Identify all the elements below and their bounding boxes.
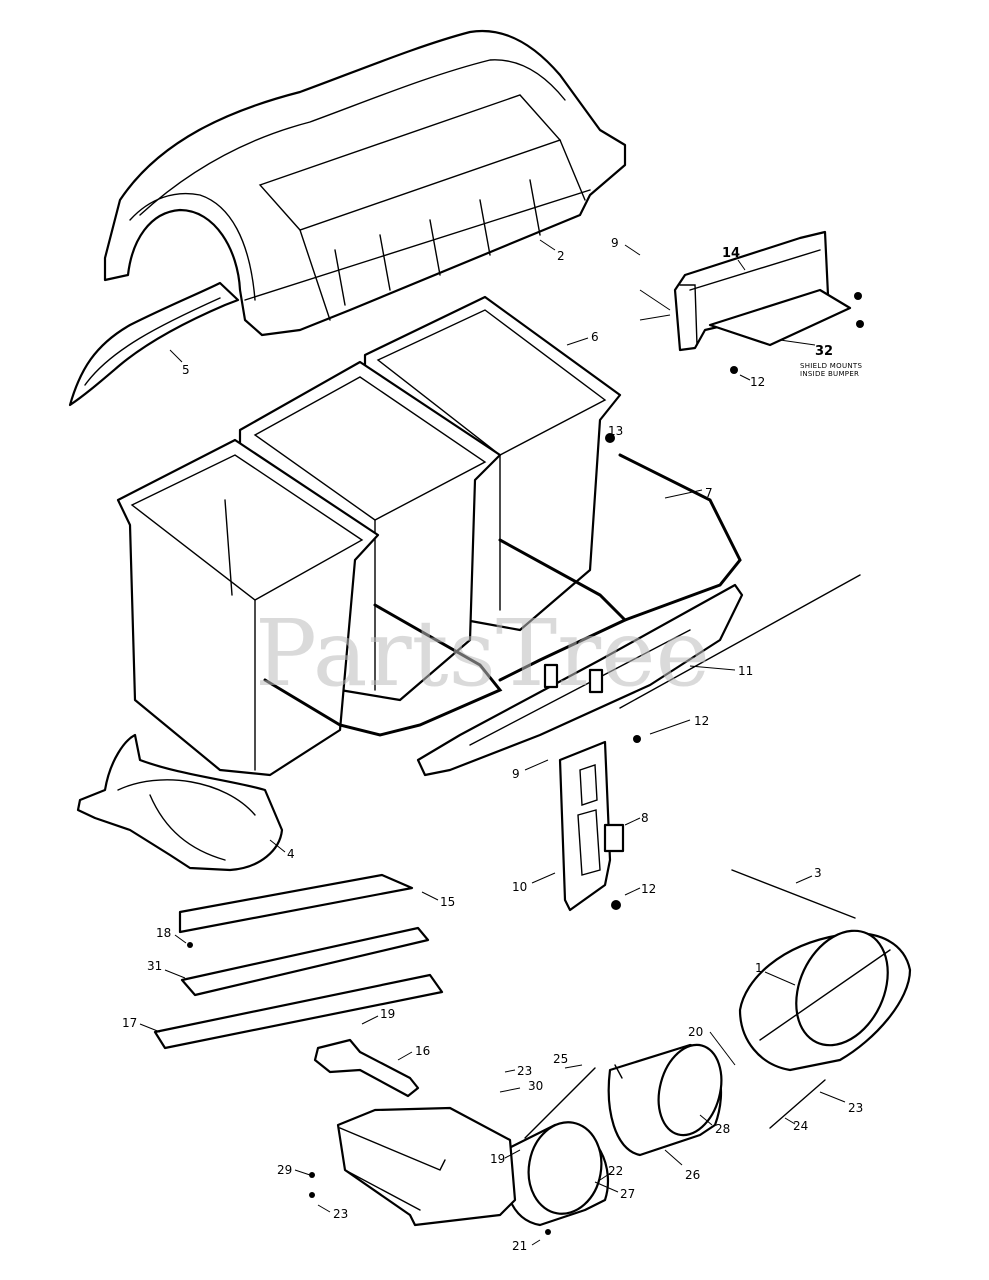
part-8-hitch-bracket[interactable]: [558, 740, 625, 912]
callout-12b: 12: [694, 714, 709, 728]
callout-15: 15: [440, 895, 455, 909]
shield-note: SHIELD MOUNTS INSIDE BUMPER: [800, 362, 862, 378]
callout-32: 32: [815, 344, 833, 359]
part-32-shield[interactable]: [708, 288, 852, 347]
callout-10: 10: [512, 880, 527, 894]
callout-20: 20: [688, 1025, 703, 1039]
part-7-frame[interactable]: [263, 453, 744, 777]
callout-12c: 12: [641, 882, 656, 896]
part-17-plate[interactable]: [153, 973, 444, 1050]
callout-1: 1: [755, 961, 763, 975]
part-31-plate[interactable]: [180, 926, 430, 997]
shield-note-line-2: INSIDE BUMPER: [800, 370, 859, 378]
callout-11: 11: [738, 664, 753, 678]
part-3-rod[interactable]: [731, 869, 856, 919]
callout-25: 25: [553, 1052, 568, 1066]
shield-note-line-1: SHIELD MOUNTS: [800, 362, 862, 370]
callout-16: 16: [415, 1044, 430, 1058]
callout-7: 7: [705, 486, 713, 500]
part-5-deflector[interactable]: [68, 281, 240, 407]
part-27-tube[interactable]: [502, 1116, 609, 1227]
callout-14: 14: [722, 246, 740, 261]
part-16-bracket[interactable]: [313, 1038, 420, 1098]
part-6-bags[interactable]: [116, 295, 622, 777]
callout-23a: 23: [517, 1064, 532, 1078]
callout-27: 27: [620, 1187, 635, 1201]
callout-17: 17: [122, 1016, 137, 1030]
callouts: 1 2 3 4 5 6 7 8 9 9 10 11 12 12 12 13 14…: [122, 236, 863, 1253]
callout-9a: 9: [611, 236, 619, 250]
callout-26: 26: [685, 1168, 700, 1182]
callout-23c: 23: [333, 1207, 348, 1221]
callout-19a: 19: [380, 1007, 395, 1021]
part-11-rod[interactable]: [619, 574, 861, 709]
callout-13: 13: [608, 424, 623, 438]
callout-19b: 19: [490, 1152, 505, 1166]
callout-2: 2: [557, 249, 565, 263]
part-28-tube[interactable]: [607, 1038, 731, 1157]
callout-5: 5: [182, 363, 190, 377]
part-2-cover[interactable]: [103, 29, 627, 337]
callout-23b: 23: [848, 1101, 863, 1115]
callout-4: 4: [287, 847, 295, 861]
callout-9b: 9: [512, 767, 520, 781]
callout-21: 21: [512, 1239, 527, 1253]
pins: [524, 1064, 826, 1139]
part-4-chute-adapter[interactable]: [76, 733, 284, 872]
callout-12a: 12: [750, 375, 765, 389]
chute-body[interactable]: [336, 1106, 517, 1227]
callout-24: 24: [793, 1119, 808, 1133]
callout-31: 31: [147, 959, 162, 973]
callout-6: 6: [591, 330, 599, 344]
callout-8: 8: [641, 811, 649, 825]
callout-30: 30: [528, 1079, 543, 1093]
callout-29: 29: [277, 1163, 292, 1177]
leader-lines: [139, 239, 846, 1246]
callout-22: 22: [608, 1164, 623, 1178]
part-1-tube[interactable]: [738, 916, 912, 1072]
part-15-plate[interactable]: [178, 873, 414, 934]
callout-18: 18: [156, 926, 171, 940]
callout-28: 28: [715, 1122, 730, 1136]
callout-3: 3: [814, 866, 822, 880]
watermark: PartsTree: [255, 600, 710, 707]
hardware: [187, 292, 864, 1235]
